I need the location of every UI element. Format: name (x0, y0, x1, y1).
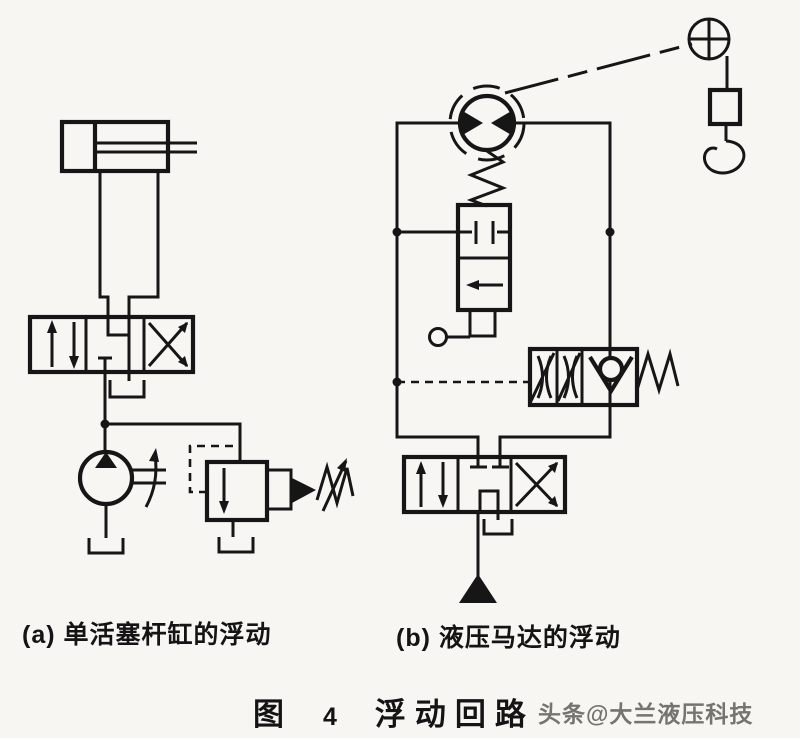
figure-title: 浮动回路 (374, 697, 535, 732)
tank-icon (482, 512, 514, 536)
one-way-throttle-valve (527, 346, 680, 408)
spring-icon (466, 149, 508, 208)
cable-line (504, 42, 693, 95)
hydraulic-motor-icon (448, 84, 526, 162)
watermark-text: 头条@大兰液压科技 (538, 701, 754, 727)
pressure-source-icon (459, 574, 497, 603)
left-bus (395, 121, 480, 457)
spring-icon (635, 348, 680, 396)
tank-icon (108, 372, 146, 399)
relief-valve-icon (188, 444, 355, 554)
pipe-rod-end (127, 171, 160, 372)
caption-circuit-a: (a) 单活塞杆缸的浮动 (22, 621, 272, 649)
hook-icon (702, 124, 746, 175)
single-rod-cylinder-icon (59, 119, 197, 174)
directional-valve-4-3-a (27, 314, 196, 375)
figure-caption: 图 4 浮动回路 (253, 689, 535, 734)
figure-label: 图 (253, 697, 293, 732)
pipe-supply (105, 422, 242, 462)
pipe-cap-end (98, 171, 129, 337)
variable-pump-icon (77, 424, 166, 555)
right-bus (498, 121, 612, 457)
pulley-icon (687, 17, 731, 61)
figure-number: 4 (323, 703, 337, 731)
caption-circuit-b: (b) 液压马达的浮动 (396, 624, 621, 652)
check-valve-icon (588, 355, 634, 395)
directional-valve-4-3-b (401, 454, 568, 515)
manual-lever-icon (428, 327, 448, 347)
weight-icon (707, 87, 743, 127)
circuit-b (392, 17, 746, 603)
shutoff-valve-2-2 (397, 202, 513, 347)
junction-dot (605, 227, 615, 237)
circuit-a (27, 119, 355, 555)
